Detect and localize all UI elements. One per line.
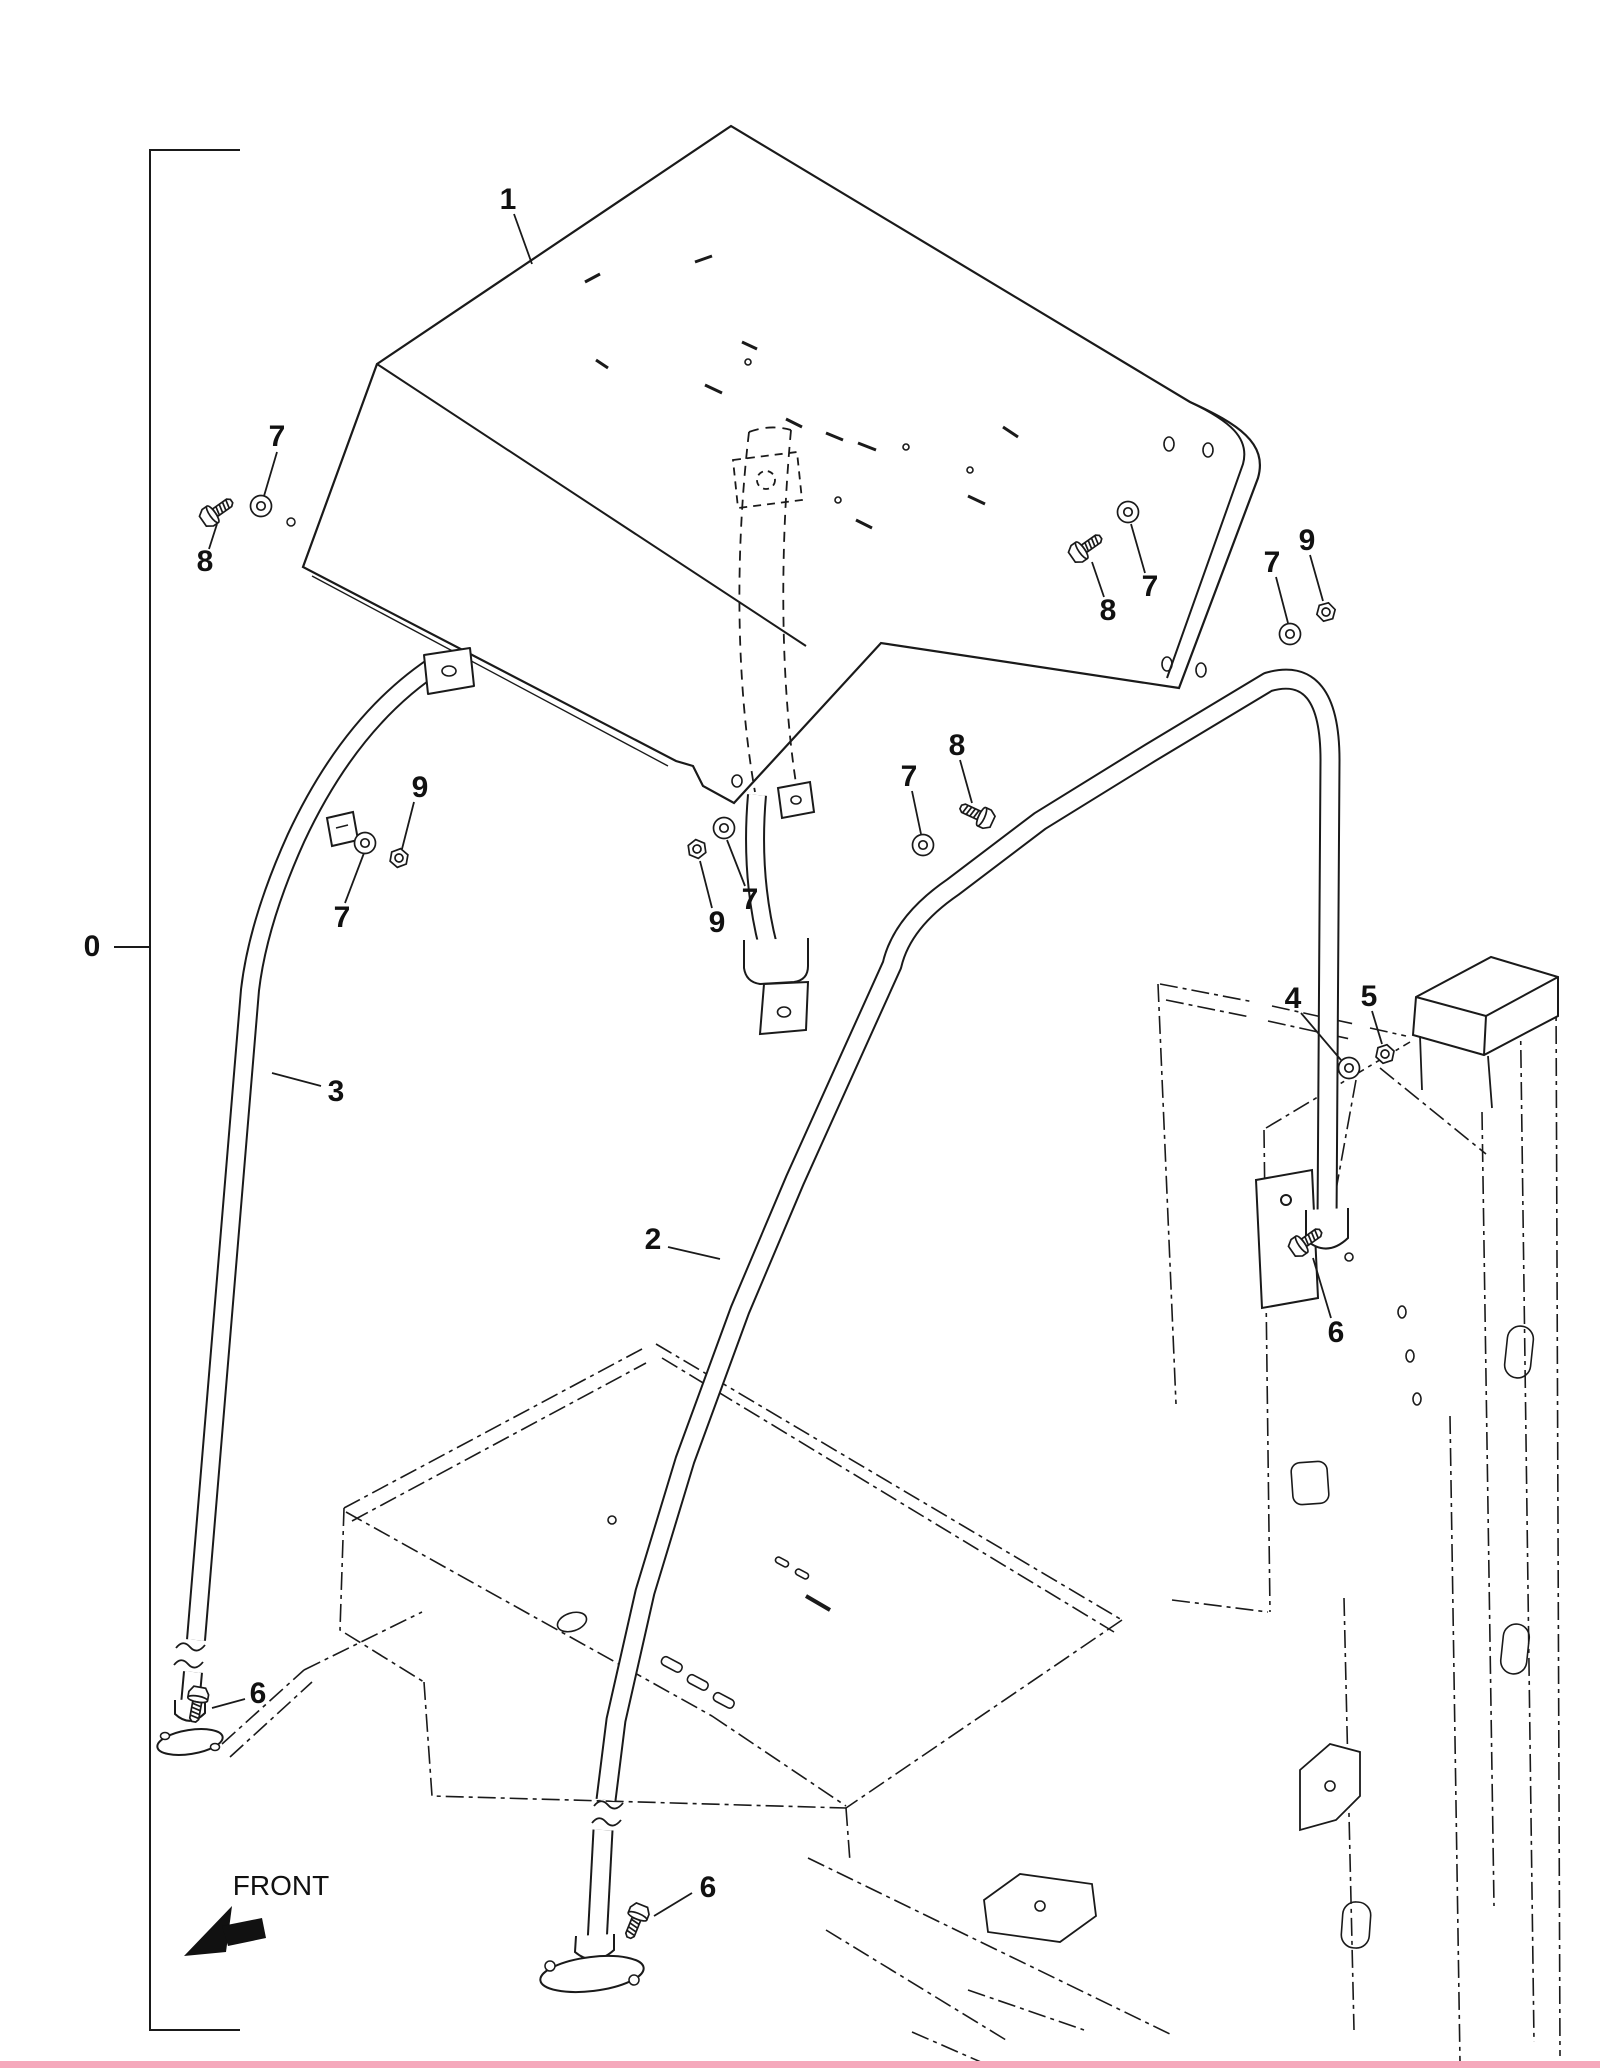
callout-2: 2 xyxy=(644,1223,662,1256)
callout-9-farright: 9 xyxy=(1298,524,1316,557)
callout-7-topleft: 7 xyxy=(268,420,286,453)
front-label: FRONT xyxy=(232,1870,330,1901)
fasteners xyxy=(183,492,1396,1943)
bolt-icon xyxy=(196,492,239,531)
callout-8-center: 8 xyxy=(948,729,966,762)
machine-body-right-phantom xyxy=(1157,983,1561,2063)
callout-9-center: 9 xyxy=(708,906,726,939)
callout-6-bottom: 6 xyxy=(699,1871,717,1904)
callout-8-topleft: 8 xyxy=(196,545,214,578)
extent-bracket xyxy=(114,149,240,2031)
callout-1: 1 xyxy=(499,183,517,216)
callout-7-rightleg: 7 xyxy=(900,760,918,793)
machine-body-lower-phantom xyxy=(221,1343,1175,2067)
machine-body-right-details xyxy=(1290,1215,1535,1949)
left-front-post xyxy=(173,647,475,1717)
front-right-leg xyxy=(743,780,816,1036)
post-clamp-bracket xyxy=(325,810,360,848)
callout-8-topright: 8 xyxy=(1099,594,1117,627)
callout-7-topright: 7 xyxy=(1141,570,1159,603)
nut-icon xyxy=(686,837,708,861)
post-feet xyxy=(156,1208,1349,1994)
right-pillar-cap xyxy=(1411,955,1559,1109)
hole-icon xyxy=(286,517,296,527)
leader-lines xyxy=(208,213,1383,1917)
roof-hole-details xyxy=(584,254,1214,788)
washer-icon xyxy=(1278,622,1302,646)
bolt-icon xyxy=(955,797,998,832)
callout-6-right: 6 xyxy=(1327,1316,1345,1349)
hidden-leg-dashed xyxy=(732,426,803,793)
callout-6-left: 6 xyxy=(249,1677,267,1710)
machine-body-lower-details xyxy=(556,1515,1097,1943)
washer-icon xyxy=(1337,1056,1361,1080)
callout-7-farright: 7 xyxy=(1263,546,1281,579)
canopy-roof-panel xyxy=(301,124,1261,805)
callout-9-midleft: 9 xyxy=(411,771,429,804)
callout-3: 3 xyxy=(327,1075,345,1108)
callout-5: 5 xyxy=(1360,980,1378,1013)
washer-icon xyxy=(249,494,273,518)
callout-7-midleft: 7 xyxy=(333,901,351,934)
bottom-edge-strip xyxy=(0,2061,1600,2068)
nut-icon xyxy=(388,846,410,870)
washer-icon xyxy=(353,831,377,855)
callout-4: 4 xyxy=(1284,982,1302,1015)
washer-icon xyxy=(712,816,736,840)
washer-icon xyxy=(911,833,935,857)
front-direction-arrow xyxy=(184,1906,266,1956)
leg-mount-plate xyxy=(1254,1168,1320,1310)
callout-7-center: 7 xyxy=(741,883,759,916)
washer-icon xyxy=(1116,500,1140,524)
rear-frame-tube xyxy=(586,668,1341,1945)
nut-icon xyxy=(1314,599,1338,625)
bolt-icon xyxy=(618,1900,653,1943)
callout-0: 0 xyxy=(83,930,101,963)
